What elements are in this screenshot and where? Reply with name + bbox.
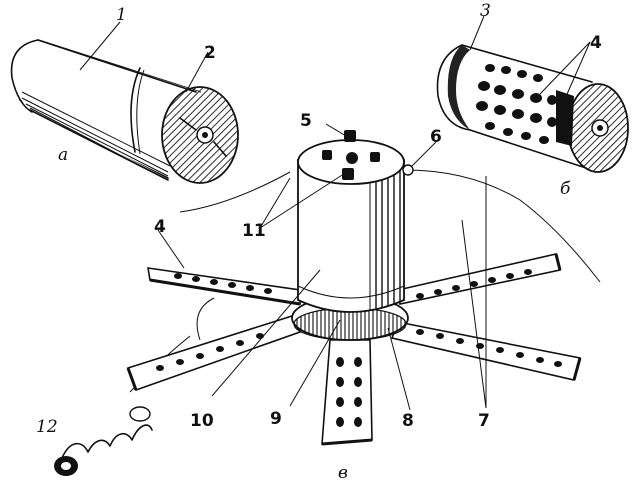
- spring: [54, 406, 153, 476]
- blade-right-upper: [397, 253, 562, 305]
- leader-lines: [79, 15, 591, 411]
- callout-9: 9: [270, 409, 282, 429]
- callout-1: 1: [116, 5, 127, 25]
- wire-line: [179, 169, 601, 283]
- blade-bottom: [321, 339, 373, 446]
- cylinder-perforated: [436, 44, 629, 173]
- central-cylinder: [297, 130, 414, 313]
- panel-label-c: в: [338, 463, 348, 483]
- callout-7: 7: [478, 411, 490, 431]
- callout-3: 3: [480, 1, 491, 21]
- callout-5: 5: [300, 111, 312, 131]
- cylinder-closed: [10, 39, 239, 184]
- panel-label-a: а: [58, 145, 68, 165]
- callout-11: 11: [242, 221, 266, 241]
- blade-left-upper: [147, 267, 301, 306]
- callout-6: 6: [430, 127, 442, 147]
- callout-4-left: 4: [154, 217, 166, 237]
- callout-4-top: 4: [590, 33, 602, 53]
- callout-8: 8: [402, 411, 414, 431]
- callout-10: 10: [190, 411, 214, 431]
- callout-12: 12: [36, 417, 58, 437]
- panel-label-b: б: [560, 179, 571, 199]
- blade-left-lower: [126, 315, 302, 392]
- callout-2: 2: [204, 43, 216, 63]
